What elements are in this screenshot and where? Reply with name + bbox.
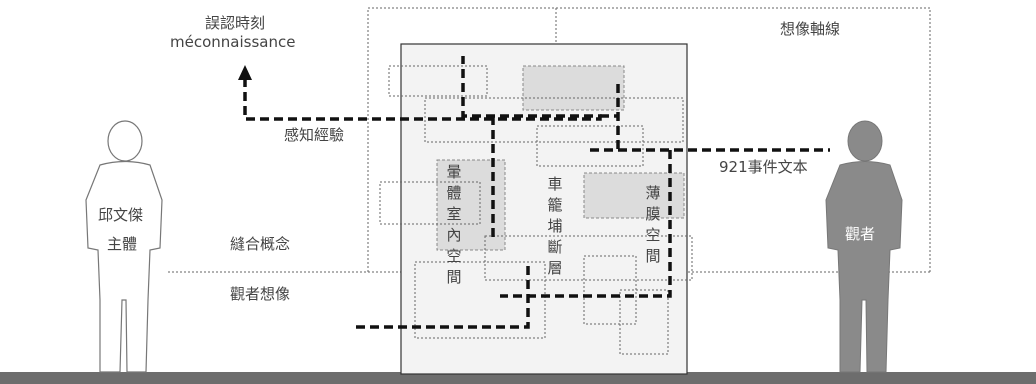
thin-membrane-column: 薄膜空間 <box>645 184 661 265</box>
suture-concept-label: 縫合概念 <box>230 235 291 253</box>
perceptual-experience-label: 感知經驗 <box>284 126 345 144</box>
gray-box-right <box>583 172 685 219</box>
misrecognition-label-zh: 誤認時刻 <box>205 14 266 32</box>
viewer-imagination-label: 觀者想像 <box>230 285 291 303</box>
subject-role-label: 主體 <box>107 235 138 253</box>
subject-figure <box>85 120 163 373</box>
viewer-label: 觀者 <box>845 225 876 243</box>
vehicle-cage-column: 車籠埔斷層 <box>547 175 563 277</box>
dotted-rectangles <box>379 65 693 355</box>
gray-box-top <box>522 65 625 111</box>
bright-interior-column: 暈體室內空間 <box>446 163 462 286</box>
arrow-head <box>238 65 252 80</box>
event-text-label: 921事件文本 <box>719 158 808 176</box>
imaginary-axis-frame <box>367 7 931 272</box>
viewer-figure <box>825 120 903 373</box>
misrecognition-label-en: méconnaissance <box>170 33 296 51</box>
ground-bar <box>0 372 1036 384</box>
imaginary-axis-label: 想像軸線 <box>780 20 841 38</box>
subject-name-label: 邱文傑 <box>98 206 144 224</box>
dashed-paths <box>243 56 830 329</box>
